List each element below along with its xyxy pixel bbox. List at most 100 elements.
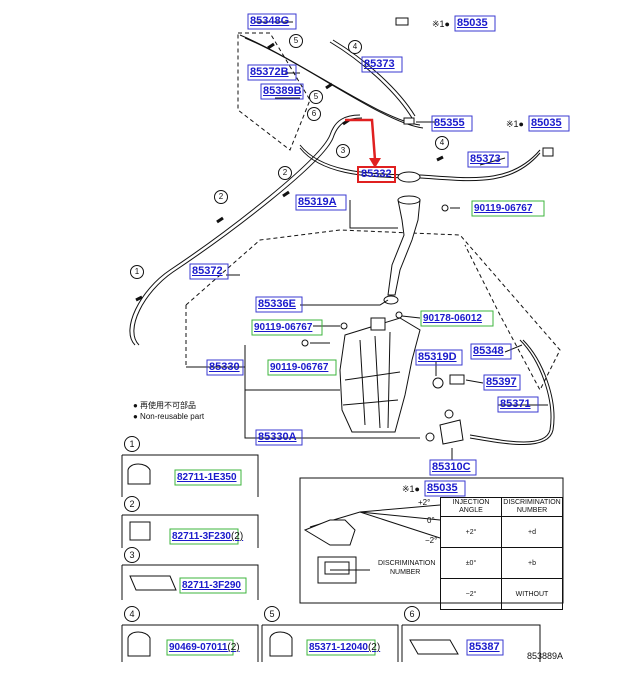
callout-5-a: 5 (289, 34, 303, 48)
discrimination-label-line1: DISCRIMINATION (378, 560, 436, 567)
section-number-4: 4 (124, 606, 140, 622)
callout-2-b: 2 (214, 190, 228, 204)
callout-4: 4 (348, 40, 362, 54)
header-discrimination-number: DISCRIMINATION NUMBER (501, 497, 563, 517)
part-label-85348G[interactable]: 85348G (250, 15, 290, 27)
callout-3: 3 (336, 144, 350, 158)
part-label-85373-mid[interactable]: 85373 (470, 153, 501, 165)
header-injection-angle: INJECTION ANGLE (440, 497, 502, 517)
part-number-82711-3F230: 82711-3F230 (172, 531, 231, 542)
part-label-85397[interactable]: 85397 (486, 376, 517, 388)
quantity-82711-3F230: (2) (230, 531, 244, 542)
part-label-85371[interactable]: 85371 (500, 398, 531, 410)
angle-cell: ±0° (440, 547, 502, 579)
prefix-top: ※1● (432, 19, 450, 29)
nozzle-detail-box (299, 477, 564, 604)
nut (395, 311, 403, 319)
quantity-85371-12040: (2) (367, 642, 381, 653)
part-label-85035-table[interactable]: 85035 (427, 482, 458, 494)
washer-pump (439, 419, 464, 445)
bolt-b (340, 322, 348, 330)
nozzle-top (395, 17, 409, 26)
table-row: +2° +d (440, 516, 563, 548)
part-label-85348[interactable]: 85348 (473, 345, 504, 357)
injection-angle-table: INJECTION ANGLE DISCRIMINATION NUMBER +2… (440, 497, 563, 610)
section-4-frame (121, 624, 259, 662)
callout-2-a: 2 (278, 166, 292, 180)
number-cell: +b (501, 547, 563, 579)
section-2-frame (121, 514, 259, 548)
section-number-3: 3 (124, 547, 140, 563)
part-label-85387[interactable]: 85387 (469, 641, 500, 653)
part-label-85330A[interactable]: 85330A (258, 431, 297, 443)
part-label-85371-12040[interactable]: 85371-12040(2) (309, 641, 380, 654)
section-3-frame (121, 564, 259, 600)
angle-cell: −2° (440, 578, 502, 610)
part-label-90119-06767-a[interactable]: 90119-06767 (474, 203, 533, 214)
part-label-85336E[interactable]: 85336E (258, 298, 296, 310)
nozzle-mid (403, 117, 415, 125)
diagram-reference-code: 853889A (527, 651, 564, 661)
callout-1: 1 (130, 265, 144, 279)
part-label-85389B[interactable]: 85389B (263, 85, 302, 97)
bolt-a (441, 204, 449, 212)
part-label-85035-right[interactable]: 85035 (531, 117, 562, 129)
tank-group-outline (185, 229, 561, 392)
part-label-82711-3F290[interactable]: 82711-3F290 (182, 580, 241, 591)
part-label-85372[interactable]: 85372 (192, 265, 223, 277)
level-sensor (449, 374, 465, 385)
bolt-c (301, 339, 309, 347)
hose-85373-mid (299, 144, 541, 179)
part-label-85035-top[interactable]: 85035 (457, 17, 488, 29)
quantity-90469-07011: (2) (227, 642, 240, 653)
section-6-frame (401, 624, 541, 662)
part-label-85330[interactable]: 85330 (209, 361, 240, 373)
part-label-85310C[interactable]: 85310C (432, 461, 471, 473)
callout-5-b: 5 (309, 90, 323, 104)
part-label-82711-1E350[interactable]: 82711-1E350 (177, 472, 237, 483)
grommet (432, 377, 444, 389)
table-row: ±0° +b (440, 547, 563, 579)
section-number-1: 1 (124, 436, 140, 452)
part-label-85319A[interactable]: 85319A (298, 196, 337, 208)
part-label-85319D[interactable]: 85319D (418, 351, 457, 363)
section-1-frame (121, 454, 259, 497)
part-label-90178-06012[interactable]: 90178-06012 (423, 313, 482, 324)
section-number-6: 6 (404, 606, 420, 622)
section-number-5: 5 (264, 606, 280, 622)
part-number-90469-07011: 90469-07011 (169, 642, 228, 653)
nozzle-right (542, 147, 554, 157)
part-label-90119-06767-b[interactable]: 90119-06767 (254, 322, 313, 333)
part-label-85332-highlighted[interactable]: 85332 (357, 166, 396, 183)
tank-seal (383, 295, 399, 305)
part-label-85372B[interactable]: 85372B (250, 66, 289, 78)
part-label-90469-07011[interactable]: 90469-07011(2) (169, 641, 240, 654)
angle-cell: +2° (440, 516, 502, 548)
number-cell: WITHOUT (501, 578, 563, 610)
section-5-frame (261, 624, 399, 662)
number-cell: +d (501, 516, 563, 548)
callout-6: 6 (307, 107, 321, 121)
hose-85372 (129, 114, 361, 346)
table-row: −2° WITHOUT (440, 578, 563, 610)
prefix-table: ※1● (402, 484, 420, 494)
filler-cap (397, 171, 421, 183)
section-number-2: 2 (124, 496, 140, 512)
callout-4-b: 4 (435, 136, 449, 150)
discrimination-label-line2: NUMBER (390, 569, 421, 576)
hose-85373-top (329, 41, 413, 119)
legend-japanese: ● 再使用不可部品 (133, 401, 197, 410)
legend-english: ● Non-reusable part (133, 412, 205, 421)
part-label-90119-06767-c[interactable]: 90119-06767 (270, 362, 329, 373)
part-number-85371-12040: 85371-12040 (309, 642, 368, 653)
part-label-82711-3F230[interactable]: 82711-3F230(2) (172, 530, 243, 543)
prefix-right: ※1● (506, 119, 524, 129)
part-label-85373-top[interactable]: 85373 (364, 58, 395, 70)
angle-minus-label: −2° (425, 536, 438, 545)
hose-85371 (469, 339, 552, 443)
highlight-arrow (369, 158, 381, 168)
angle-plus-label: +2° (418, 498, 431, 507)
part-label-85355[interactable]: 85355 (434, 117, 465, 129)
hose-group-outline (237, 32, 311, 151)
